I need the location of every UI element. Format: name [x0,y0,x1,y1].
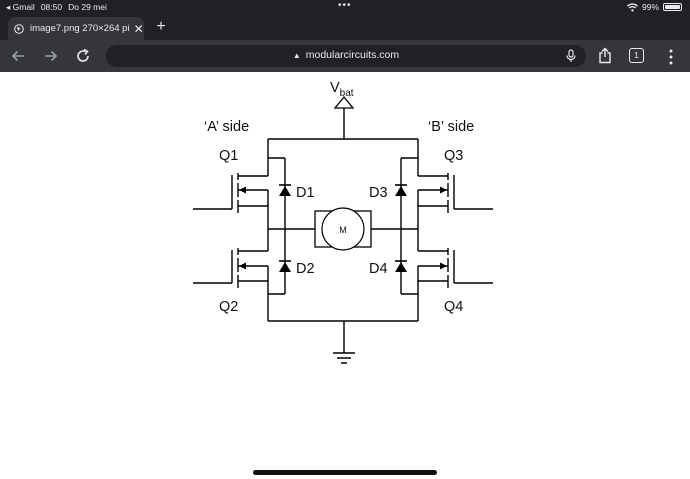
reload-icon[interactable] [75,48,91,64]
transistor-q1-label: Q1 [219,148,238,164]
diode-d4 [395,260,407,272]
diode-d1-label: D1 [296,185,315,201]
url-text: modularcircuits.com [305,49,400,61]
motor-symbol: M [314,207,372,251]
browser-toolbar: ▲ modularcircuits.com 1 [0,40,690,72]
transistor-q1 [193,166,269,213]
transistor-q2-label: Q2 [219,299,238,315]
battery-icon [663,3,682,11]
tab-image7[interactable]: image7.png 270×264 pi ✕ [8,17,144,40]
ground-symbol [333,321,355,364]
transistor-q3-label: Q3 [444,148,463,164]
close-icon[interactable]: ✕ [133,21,144,36]
tab-switcher-button[interactable]: 1 [629,48,644,63]
tab-strip: image7.png 270×264 pi ✕ + [0,14,690,40]
more-vertical-icon[interactable] [668,49,674,65]
diode-d3 [395,184,407,196]
back-to-app-link[interactable]: ◂ Gmail [6,2,35,12]
transistor-q3 [417,166,493,213]
vbat-label: Vbat [330,80,354,99]
motor-label: M [339,225,347,235]
lock-icon: ▲ [292,51,301,60]
forward-arrow-icon[interactable] [43,48,59,64]
home-indicator[interactable] [253,470,437,475]
tab-title: image7.png 270×264 pi [30,23,130,34]
diode-d1 [279,184,291,196]
back-arrow-icon[interactable] [10,48,26,64]
diode-d2 [279,260,291,272]
share-icon[interactable] [598,47,612,64]
h-bridge-diagram: Vbat ‘A’ side ‘B’ side M [193,80,493,364]
transistor-q4 [417,244,493,288]
side-b-label: ‘B’ side [428,119,474,135]
transistor-q4-label: Q4 [444,299,463,315]
page-content: Vbat ‘A’ side ‘B’ side M [0,72,690,479]
side-a-label: ‘A’ side [204,119,249,135]
status-time: 08:50 [40,2,63,12]
status-bar: ◂ Gmail 08:50 Do 29 mei ••• 99% [0,0,690,14]
status-date: Do 29 mei [68,2,107,12]
microphone-icon[interactable] [565,49,577,63]
battery-level [665,5,680,9]
address-bar[interactable]: ▲ modularcircuits.com [106,45,586,67]
wifi-icon [626,2,638,12]
globe-icon [14,23,24,34]
new-tab-button[interactable]: + [156,18,166,35]
diode-d4-label: D4 [369,261,388,277]
transistor-q2 [193,244,269,288]
diode-d2-label: D2 [296,261,315,277]
diode-d3-label: D3 [369,185,388,201]
multitasking-dots[interactable]: ••• [338,0,352,11]
battery-percent: 99% [641,2,659,12]
